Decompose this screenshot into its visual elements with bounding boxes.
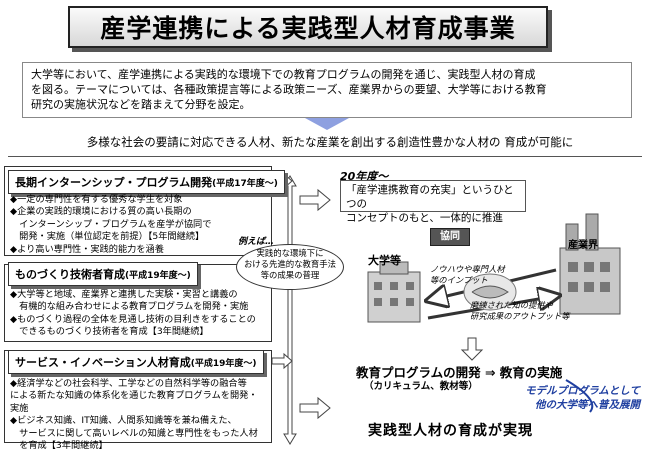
factory-building-icon bbox=[559, 213, 621, 315]
program-item: ◆企業の実践的環境における質の高い長期の bbox=[10, 206, 192, 218]
program-item: ◆ものづくり過程の全体を見通し技術の目利きをすることの bbox=[10, 313, 256, 325]
program-year: (平成19年度～) bbox=[125, 271, 191, 281]
year-label: 20年度～ bbox=[340, 170, 389, 183]
program-item: 開発・実施（単位認定を前提）【5年間継続】 bbox=[10, 231, 205, 243]
program-item: を育成【3年間継続】 bbox=[10, 440, 108, 452]
program-title-text: ものづくり技術者育成 bbox=[15, 268, 125, 281]
society-statement: 多様な社会の要請に対応できる人材、新たな産業を創出する創造性豊かな人材の 育成が… bbox=[86, 135, 574, 149]
program-year: (平成17年度～) bbox=[212, 179, 278, 189]
program-item: サービスに関して高いレベルの知識と専門性をもった人材 bbox=[10, 427, 258, 439]
knowhow-line: ノウハウや専門人材 bbox=[430, 264, 505, 274]
concept-line: 「産学連携教育の充実」というひとつの bbox=[346, 184, 514, 210]
program-item: ◆大学等と地域、産業界と連携した実験・実習と講義の bbox=[10, 289, 238, 300]
program-sub-text: （カリキュラム、教材等） bbox=[364, 381, 478, 392]
program-title-monozukuri: ものづくり技術者育成(平成19年度～) bbox=[8, 262, 198, 286]
program-item: ◆経済学などの社会科学、工学などの自然科学等の融合等 bbox=[10, 378, 247, 389]
program-item: インターンシップ・プログラムを産学が協同で bbox=[10, 218, 212, 230]
program-title-service: サービス・イノベーション人材育成(平成19年度～) bbox=[8, 350, 264, 374]
program-item: ◆ビジネス知識、IT知識、人間系知識等を兼ね備えた、 bbox=[10, 415, 237, 427]
industry-label: 産業界 bbox=[568, 240, 598, 251]
example-ellipse: 実践的な環境下に おける先進的な教育手法 等の成果の普理 bbox=[236, 244, 344, 290]
program-development-text: 教育プログラムの開発 ⇒ 教育の実施 bbox=[356, 365, 563, 380]
program-year: (平成19年度～) bbox=[190, 359, 257, 369]
program-item: による新たな知識の体系化を通じた教育プログラムを開発・ bbox=[10, 390, 258, 402]
program-item: 有機的な組み合わせによる教育プログラムを開発・実施 bbox=[10, 301, 249, 313]
program-title-text: サービス・イノベーション人材育成 bbox=[15, 356, 191, 369]
program-title-internship: 長期インターンシップ・プログラム開発(平成17年度～) bbox=[8, 170, 285, 194]
page-title: 産学連携による実践型人材育成事業 bbox=[100, 14, 516, 43]
model-line: モデルプログラムとして bbox=[525, 385, 640, 397]
model-line: 他の大学等へ普及展開 bbox=[535, 399, 640, 411]
university-label: 大学等 bbox=[368, 254, 401, 267]
intro-line: を図る。テーマについては、各種政策提言等による政策ニーズ、産業界からの要望、大学… bbox=[31, 83, 547, 96]
result-text: 実践型人材の育成が実現 bbox=[368, 423, 533, 439]
example-label: 例えば… bbox=[238, 237, 275, 247]
output-line: 研究成果のアウトプット等 bbox=[470, 311, 570, 321]
program-body-monozukuri: ◆大学等と地域、産業界と連携した実験・実習と講義の 有機的な組み合わせによる教育… bbox=[10, 289, 262, 339]
vertical-double-arrow-icon bbox=[283, 175, 297, 445]
handshake-icon bbox=[463, 273, 517, 311]
title-banner: 産学連携による実践型人材育成事業 bbox=[68, 6, 548, 48]
program-body-internship: ◆一定の専門性を有する優秀な学生を対象 ◆企業の実践的環境における質の高い長期の… bbox=[10, 194, 262, 256]
kyodo-label: 協同 bbox=[430, 228, 470, 246]
knowhow-line: 等のインプット bbox=[430, 275, 488, 285]
concept-line: コンセプトのもと、一体的に推進 bbox=[346, 212, 503, 224]
right-down-arrow-icon bbox=[460, 337, 484, 361]
intro-line: 研究の実施状況などを踏まえて分野を設定。 bbox=[31, 98, 251, 111]
program-item: できるものづくり技術者を育成【3年間継続】 bbox=[10, 326, 209, 338]
output-line: 磨練された知の提供や bbox=[470, 300, 553, 310]
down-arrow-icon bbox=[305, 118, 349, 130]
divider bbox=[8, 156, 642, 157]
program-item: ◆より高い専門性・実践的能力を涵養 bbox=[10, 243, 164, 255]
model-program-text: モデルプログラムとして 他の大学等へ普及展開 bbox=[500, 384, 640, 412]
intro-line: 大学等において、産学連携による実践的な環境下での教育プログラムの開発を通じ、実践… bbox=[31, 68, 536, 81]
program-title-text: 長期インターンシップ・プログラム開発 bbox=[15, 176, 213, 189]
output-text: 磨練された知の提供や 研究成果のアウトプット等 bbox=[470, 300, 570, 322]
program-item: 実施 bbox=[10, 402, 29, 414]
intro-box: 大学等において、産学連携による実践的な環境下での教育プログラムの開発を通じ、実践… bbox=[22, 62, 632, 118]
program-body-service: ◆経済学などの社会科学、工学などの自然科学等の融合等 による新たな知識の体系化を… bbox=[10, 378, 262, 452]
example-line: 実践的な環境下に bbox=[256, 248, 324, 258]
university-building-icon bbox=[367, 261, 421, 323]
knowhow-input-text: ノウハウや専門人材 等のインプット bbox=[430, 264, 505, 286]
horizontal-arrows-icon bbox=[271, 172, 331, 420]
model-arrow-icon bbox=[565, 379, 594, 413]
example-line: おける先進的な教育手法 bbox=[243, 259, 337, 269]
program-item: ◆一定の専門性を有する優秀な学生を対象 bbox=[10, 194, 183, 205]
concept-box: 「産学連携教育の充実」というひとつの コンセプトのもと、一体的に推進 bbox=[340, 180, 526, 224]
example-line: 等の成果の普理 bbox=[260, 270, 320, 280]
